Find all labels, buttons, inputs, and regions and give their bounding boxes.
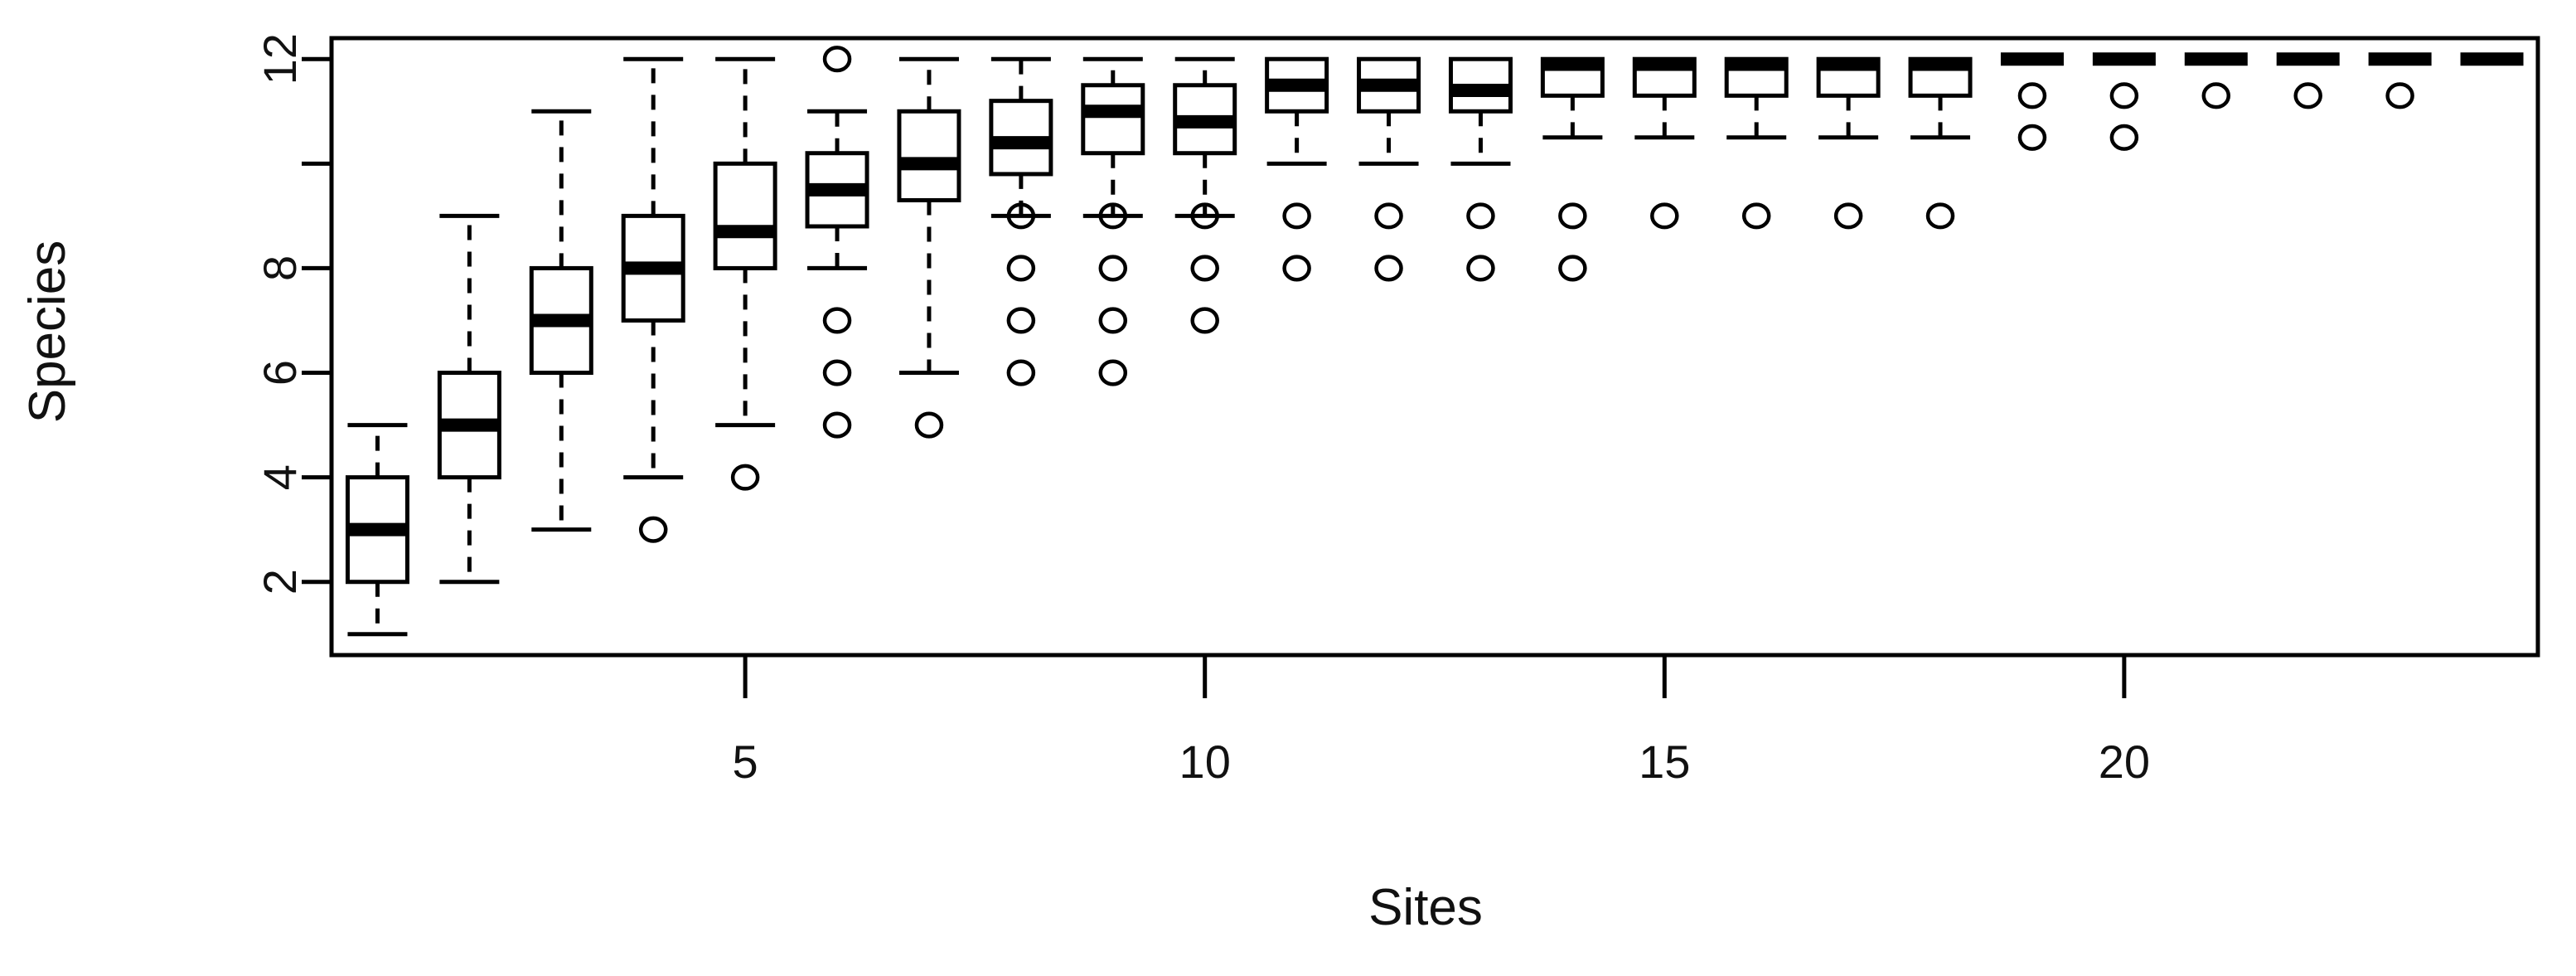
outlier-point xyxy=(1925,202,1955,230)
outlier-point xyxy=(1741,202,1771,230)
outlier-point xyxy=(1190,307,1219,334)
outlier-point xyxy=(1006,255,1036,282)
x-axis xyxy=(743,655,2127,698)
outlier-point xyxy=(1006,359,1036,386)
outlier-point xyxy=(1466,202,1495,230)
outlier-point xyxy=(1282,202,1311,230)
outlier-point xyxy=(822,411,852,439)
boxplot-box xyxy=(1081,56,1145,386)
boxplot-box xyxy=(1540,56,1605,282)
outlier-point xyxy=(638,516,668,543)
y-axis xyxy=(302,56,334,585)
x-axis-label: Sites xyxy=(1368,879,1483,936)
outlier-point xyxy=(1833,202,1863,230)
y-tick-label: 6 xyxy=(254,360,306,386)
boxplot-box xyxy=(1265,56,1329,282)
outlier-point xyxy=(1466,255,1495,282)
y-tick-label: 12 xyxy=(254,33,306,85)
outlier-point xyxy=(1098,307,1128,334)
plot-frame xyxy=(329,36,2540,658)
outlier-point xyxy=(1098,202,1128,230)
y-tick-label: 2 xyxy=(254,569,306,595)
boxplot-box xyxy=(1908,56,1973,230)
boxplot-box xyxy=(2184,52,2248,109)
y-axis-label: Species xyxy=(19,240,76,424)
outlier-point xyxy=(822,359,852,386)
outlier-point xyxy=(822,307,852,334)
boxplot-box xyxy=(989,56,1053,386)
outlier-point xyxy=(2385,82,2414,109)
boxplot-box xyxy=(437,213,501,585)
outlier-point xyxy=(1098,255,1128,282)
boxplot-box xyxy=(1724,56,1789,230)
boxplot-box xyxy=(2276,52,2340,109)
boxplot-box xyxy=(1173,56,1237,334)
boxplot-box xyxy=(2368,52,2432,109)
boxplot-box xyxy=(1448,56,1513,282)
box-iqr xyxy=(897,109,961,202)
outlier-point xyxy=(1282,255,1311,282)
outlier-point xyxy=(2109,82,2139,109)
outlier-point xyxy=(2109,124,2139,151)
x-axis-tick-labels: 5 10 15 20 xyxy=(733,736,2150,788)
y-tick-label: 4 xyxy=(254,464,306,490)
boxplot-box xyxy=(897,56,961,439)
boxplot-box xyxy=(1816,56,1881,230)
x-tick-label: 5 xyxy=(733,736,758,788)
boxplot-series xyxy=(345,46,2524,637)
outlier-point xyxy=(1374,255,1403,282)
outlier-point xyxy=(1006,307,1036,334)
y-tick-label: 8 xyxy=(254,255,306,281)
outlier-point xyxy=(1558,202,1587,230)
boxplot-box xyxy=(1357,56,1421,282)
outlier-point xyxy=(1190,202,1219,230)
outlier-point xyxy=(1006,202,1036,230)
x-tick-label: 15 xyxy=(1639,736,1690,788)
outlier-point xyxy=(822,46,852,73)
outlier-point xyxy=(2017,82,2047,109)
outlier-point xyxy=(1374,202,1403,230)
boxplot-box xyxy=(345,423,409,637)
boxplot-box xyxy=(621,56,685,543)
boxplot-box xyxy=(1632,56,1697,230)
outlier-point xyxy=(2293,82,2322,109)
outlier-point xyxy=(1558,255,1587,282)
outlier-point xyxy=(1650,202,1679,230)
boxplot-box xyxy=(805,46,869,439)
outlier-point xyxy=(2017,124,2047,151)
box-iqr xyxy=(1081,83,1145,156)
boxplot-box xyxy=(529,109,593,532)
outlier-point xyxy=(1190,255,1219,282)
outlier-point xyxy=(1098,359,1128,386)
boxplot-box xyxy=(2092,52,2156,151)
x-tick-label: 20 xyxy=(2099,736,2150,788)
outlier-point xyxy=(730,464,760,491)
box-iqr xyxy=(713,161,777,270)
outlier-point xyxy=(914,411,944,439)
outlier-point xyxy=(2201,82,2231,109)
boxplot-box xyxy=(713,56,777,491)
boxplot-box xyxy=(2000,52,2064,151)
x-tick-label: 10 xyxy=(1179,736,1231,788)
y-axis-tick-labels: 2 4 6 8 12 xyxy=(254,33,306,595)
